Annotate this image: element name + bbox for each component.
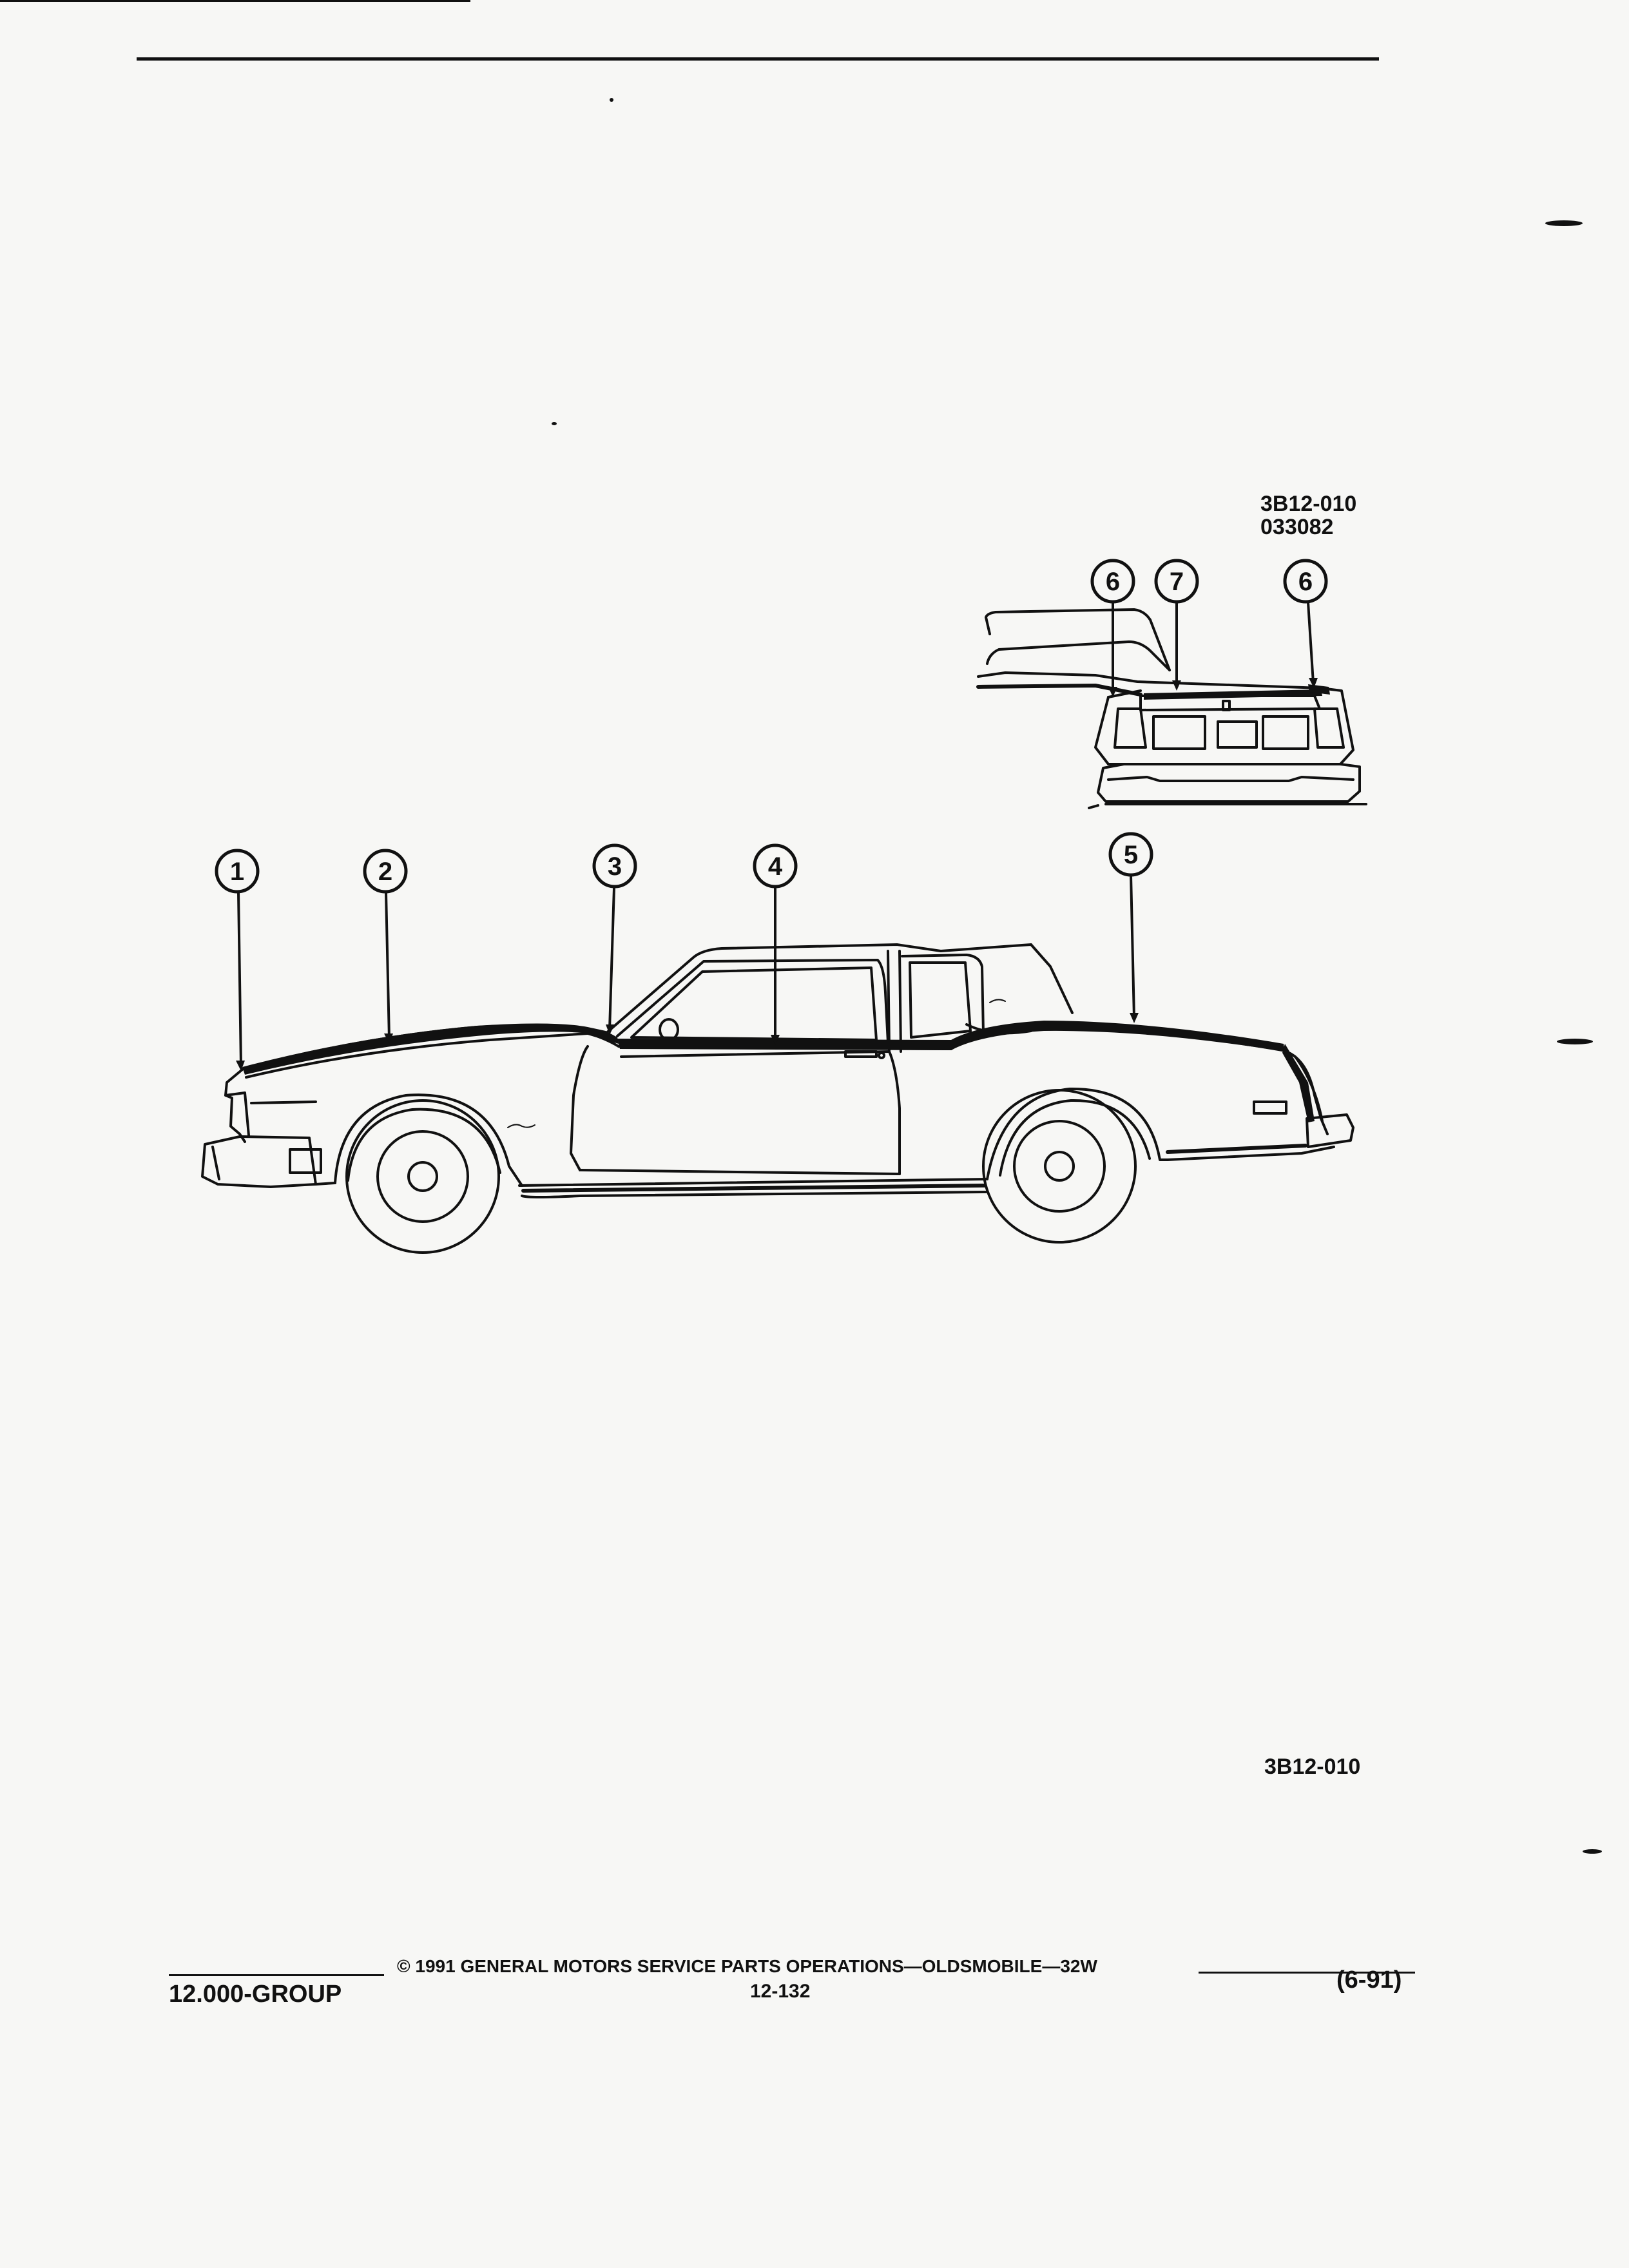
inset-reference-code: 3B12-010	[1260, 492, 1357, 516]
callout-label-7: 7	[1170, 568, 1184, 596]
rear-inset-illustration	[976, 601, 1367, 809]
callout-label-5: 5	[1124, 841, 1138, 869]
top-edge-rule	[0, 0, 470, 2]
scan-mark	[1545, 220, 1583, 226]
callout-label-4: 4	[768, 852, 783, 881]
header-rule	[137, 57, 1379, 61]
figure-code: 3B12-010	[1264, 1754, 1361, 1779]
callout-circle-3	[592, 843, 637, 889]
callout-label-6a: 6	[1106, 568, 1120, 596]
car-body-outline	[201, 874, 1354, 1254]
callout-circle-4	[753, 843, 798, 889]
callout-circle-6b	[1283, 559, 1328, 604]
scan-mark	[610, 98, 613, 102]
footer-rule-left	[169, 1974, 384, 1976]
callout-circle-2	[363, 849, 408, 894]
scan-mark	[552, 422, 557, 425]
footer-copyright: © 1991 GENERAL MOTORS SERVICE PARTS OPER…	[397, 1956, 1097, 1976]
footer-revision-date: (6-91)	[1336, 1966, 1402, 1994]
callout-label-1: 1	[230, 858, 244, 886]
inset-reference-number: 033082	[1260, 515, 1334, 539]
callout-circle-1	[215, 849, 260, 894]
footer-group: 12.000-GROUP	[169, 1981, 342, 2008]
callout-circle-7	[1154, 559, 1199, 604]
callout-label-3: 3	[608, 852, 622, 881]
callout-label-2: 2	[378, 858, 392, 886]
footer-rule-right	[1199, 1972, 1415, 1974]
footer-page-number: 12-132	[750, 1981, 811, 2002]
callout-label-6b: 6	[1298, 568, 1313, 596]
callout-circle-5	[1108, 832, 1153, 877]
callout-circle-6a	[1090, 559, 1135, 604]
scan-mark	[1583, 1849, 1602, 1854]
scan-mark	[1557, 1039, 1593, 1044]
